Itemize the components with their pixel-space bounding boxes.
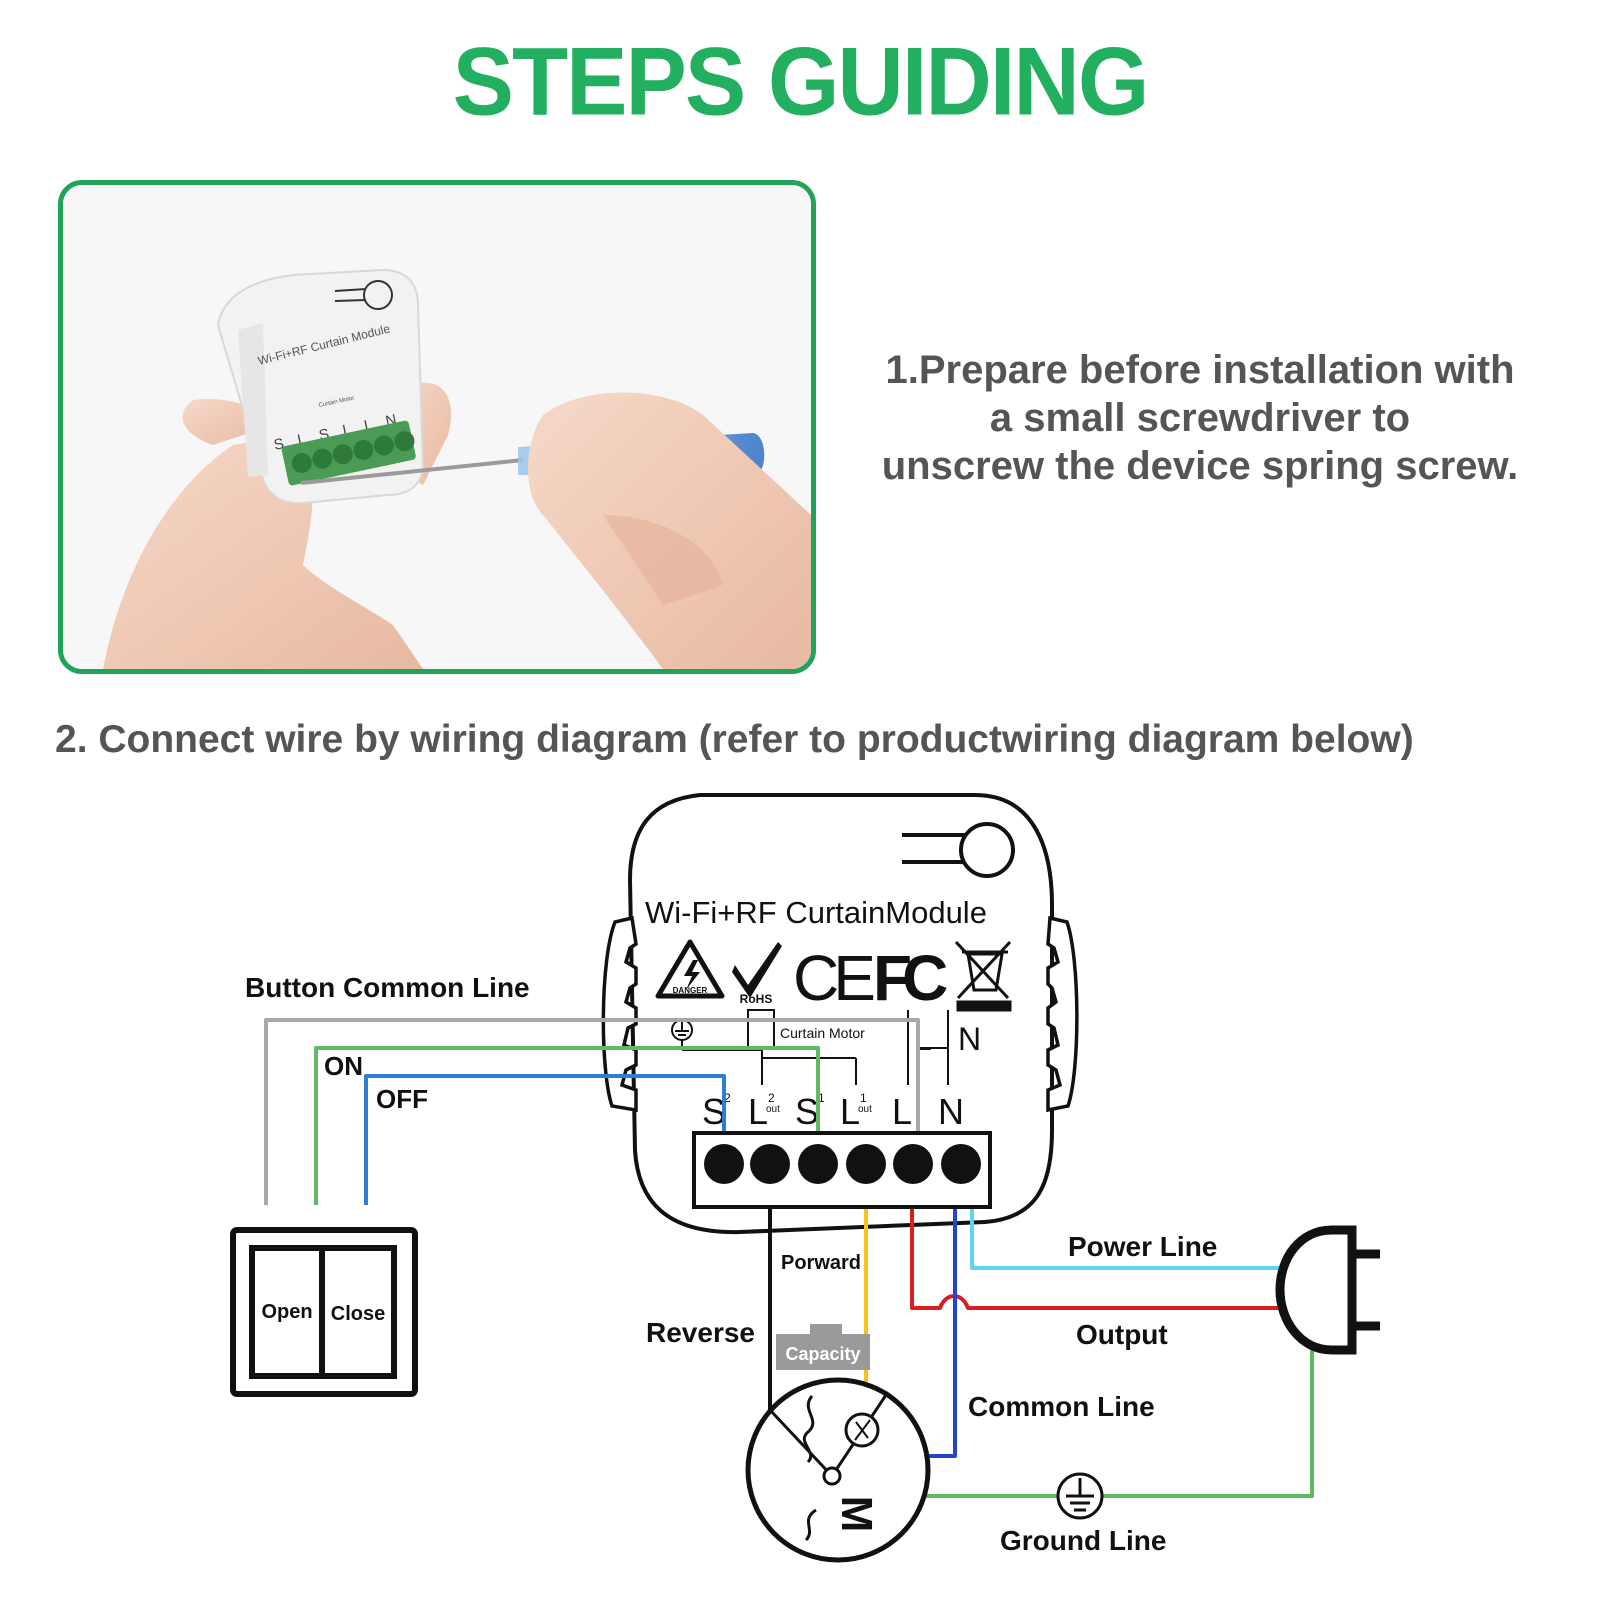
terminal-block — [692, 1131, 992, 1209]
terminal-sub-l2out: out — [766, 1104, 780, 1115]
hand-holding-module-illustration: Wi-Fi+RF Curtain Module Curtain Motor S … — [63, 185, 811, 669]
wall-switch: Open Close — [230, 1227, 418, 1397]
terminal-label-s1: S — [795, 1091, 819, 1132]
terminal-label-l2out: L — [748, 1091, 768, 1132]
weee-bin-icon — [954, 940, 1012, 1012]
module-outline — [627, 793, 1054, 1235]
terminal-sup-s2: 2 — [724, 1091, 731, 1105]
step-1-line-1: 1.Prepare before installation with — [885, 348, 1515, 392]
internal-N-label: N — [958, 1021, 981, 1057]
off-label: OFF — [376, 1084, 428, 1114]
reverse-label: Reverse — [646, 1317, 755, 1348]
danger-label: DANGER — [673, 986, 708, 995]
right-clip — [1046, 915, 1079, 1113]
terminal-screw-s2 — [704, 1144, 744, 1184]
step-1-instructions: 1.Prepare before installation with a sma… — [840, 346, 1560, 490]
capacitor: Capacity — [776, 1324, 870, 1370]
wire-ground-line — [922, 1320, 1314, 1498]
common-line-label: Common Line — [968, 1391, 1155, 1422]
step-2-instruction: 2. Connect wire by wiring diagram (refer… — [55, 718, 1414, 761]
wire-output — [910, 1170, 1290, 1310]
rohs-label: RoHS — [740, 992, 773, 1006]
ce-mark: CE — [793, 942, 873, 1014]
wire-common-line — [926, 1170, 957, 1458]
installation-photo: Wi-Fi+RF Curtain Module Curtain Motor S … — [58, 180, 816, 674]
motor: M — [745, 1377, 931, 1563]
open-button-label: Open — [261, 1301, 312, 1323]
step-1-line-3: unscrew the device spring screw. — [881, 444, 1519, 488]
terminal-label-n: N — [938, 1091, 964, 1132]
close-button-label: Close — [331, 1303, 385, 1325]
wire-button-common — [264, 1018, 920, 1205]
ground-symbol-icon — [671, 1019, 693, 1041]
page-title: STEPS GUIDING — [452, 28, 1150, 136]
rohs-icon: RoHS — [732, 942, 782, 1006]
terminal-screw-l — [893, 1144, 933, 1184]
terminal-sup-l2out: 2 — [768, 1091, 775, 1105]
forward-label: Porward — [781, 1252, 861, 1274]
button-common-line-label: Button Common Line — [245, 972, 530, 1003]
terminal-sup-l1out: 1 — [860, 1091, 867, 1105]
capacitor-label: Capacity — [785, 1344, 860, 1364]
terminal-screw-l1out — [846, 1144, 886, 1184]
power-plug-icon — [1275, 1225, 1380, 1355]
mounting-hole-icon — [902, 822, 1015, 878]
fc-mark: FC — [873, 942, 947, 1014]
power-line-label: Power Line — [1068, 1231, 1217, 1262]
wire-off — [364, 1074, 726, 1205]
internal-curtain-motor-label: Curtain Motor — [780, 1025, 865, 1041]
left-clip — [601, 915, 638, 1113]
earth-ground-icon — [1056, 1472, 1104, 1520]
ground-line-label: Ground Line — [1000, 1525, 1166, 1556]
terminal-label-l: L — [892, 1091, 912, 1132]
on-label: ON — [324, 1051, 363, 1081]
step-1-line-2: a small screwdriver to — [989, 396, 1411, 440]
motor-label: M — [832, 1496, 881, 1533]
danger-icon: DANGER — [655, 939, 725, 999]
terminal-screw-s1 — [798, 1144, 838, 1184]
output-label: Output — [1076, 1319, 1168, 1350]
terminal-sub-l1out: out — [858, 1104, 872, 1115]
terminal-sup-s1: 1 — [818, 1091, 825, 1105]
terminal-screw-n — [941, 1144, 981, 1184]
terminal-label-l1out: L — [840, 1091, 860, 1132]
module-name: Wi-Fi+RF CurtainModule — [645, 895, 987, 930]
wiring-diagram: Wi-Fi+RF CurtainModule DANGER RoHS CE FC… — [230, 793, 1380, 1563]
terminal-screw-l2out — [750, 1144, 790, 1184]
terminal-screws — [704, 1144, 981, 1184]
wire-on — [314, 1046, 820, 1205]
